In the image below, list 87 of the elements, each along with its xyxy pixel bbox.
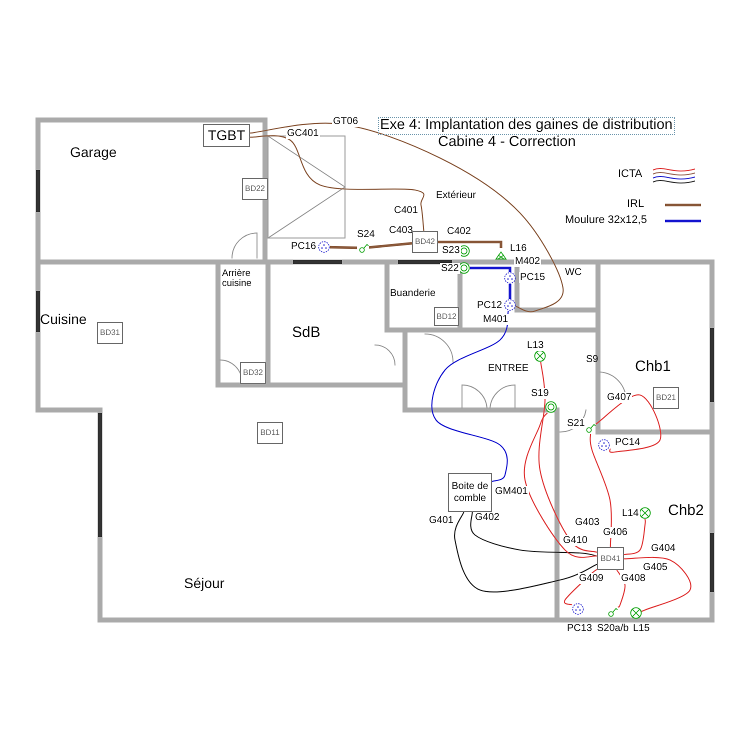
room-name: WC xyxy=(565,267,582,278)
distribution-box: BD11 xyxy=(257,422,283,444)
socket-symbol xyxy=(572,603,584,615)
cable-line xyxy=(624,556,692,612)
room-name: SdB xyxy=(292,325,320,342)
cable-label: G407 xyxy=(606,392,632,403)
area-name: Extérieur xyxy=(436,190,476,201)
legend-label: Moulure 32x12,5 xyxy=(565,214,647,226)
switch-symbol xyxy=(606,606,618,618)
switch-symbol xyxy=(584,422,596,434)
cable-line xyxy=(368,242,412,249)
cable-line xyxy=(624,518,646,556)
device-label: S21 xyxy=(566,418,586,429)
device-label: PC14 xyxy=(614,437,642,448)
cable-label: G405 xyxy=(642,562,668,573)
device-label: S23 xyxy=(441,245,461,256)
cable-label: GC401 xyxy=(286,128,320,139)
ceiling-light-symbol xyxy=(639,507,651,519)
cable-line xyxy=(330,246,358,250)
device-label: S22 xyxy=(440,263,460,274)
cable-line xyxy=(250,122,564,312)
cable-label: GT06 xyxy=(332,116,360,127)
panel-box: TGBT xyxy=(203,124,250,147)
device-label: PC15 xyxy=(519,272,546,283)
cable-label: G406 xyxy=(602,527,628,538)
junction-box: Boite de comble xyxy=(448,473,492,512)
cable-line xyxy=(538,362,598,553)
cable-label: G409 xyxy=(578,573,604,584)
cable-line xyxy=(470,512,598,557)
cable-label: G404 xyxy=(650,543,676,554)
cable-line xyxy=(596,394,662,453)
device-label: S24 xyxy=(356,229,376,240)
cable-label: C402 xyxy=(446,226,472,237)
diagram-title: Exe 4: Implantation des gaines de distribution xyxy=(378,117,675,135)
room-name: Cuisine xyxy=(40,312,87,328)
room-name: Buanderie xyxy=(390,288,436,299)
device-label: S19 xyxy=(530,388,550,399)
ceiling-light-symbol xyxy=(630,607,642,619)
socket-symbol xyxy=(504,299,516,311)
legend-label: ICTA xyxy=(618,168,642,180)
cable-line xyxy=(250,135,424,232)
cable-label: C403 xyxy=(388,225,414,236)
cable-line xyxy=(431,310,509,482)
legend-label: IRL xyxy=(627,198,644,210)
cable-line xyxy=(508,284,512,299)
room-name: ENTREE xyxy=(488,363,529,374)
cable-label: G403 xyxy=(574,517,600,528)
room-name: Chb1 xyxy=(635,359,671,376)
subtitle: Cabine 4 - Correction xyxy=(438,135,576,151)
cable-label: C401 xyxy=(393,205,419,216)
cable-label: G401 xyxy=(428,515,454,526)
device-label: S20a/b xyxy=(596,623,630,634)
cable-label: GM401 xyxy=(494,486,529,497)
cable-line xyxy=(590,434,612,547)
socket-symbol xyxy=(318,241,330,253)
device-label: L14 xyxy=(621,508,640,519)
room-name: Séjour xyxy=(184,576,224,592)
distribution-box: BD32 xyxy=(240,362,266,384)
room-name: Chb2 xyxy=(668,503,704,520)
distribution-box: BD41 xyxy=(597,547,624,570)
distribution-box: BD42 xyxy=(412,231,438,253)
switch-label: S9 xyxy=(586,354,598,365)
distribution-box: BD31 xyxy=(97,322,123,344)
push-button-symbol xyxy=(545,401,557,413)
device-label: L15 xyxy=(632,623,651,634)
cable-line xyxy=(454,512,598,592)
cable-line xyxy=(524,412,598,558)
room-name: Garage xyxy=(70,145,117,160)
room-name: Arrière cuisine xyxy=(222,269,253,290)
device-label: PC12 xyxy=(476,300,504,311)
cable-line xyxy=(470,266,512,272)
distribution-box: BD12 xyxy=(434,307,459,326)
device-label: PC16 xyxy=(290,241,318,252)
cable-line xyxy=(438,240,502,248)
switch-symbol xyxy=(357,242,369,254)
device-label: L13 xyxy=(526,340,545,351)
distribution-box: BD21 xyxy=(653,387,679,409)
cable-label: M401 xyxy=(482,314,510,325)
cable-label: M402 xyxy=(514,256,542,267)
device-label: L16 xyxy=(509,243,528,254)
socket-symbol xyxy=(598,439,610,451)
cable-label: G410 xyxy=(562,535,588,546)
distribution-box: BD22 xyxy=(242,178,268,200)
cable-label: G408 xyxy=(620,573,646,584)
socket-symbol xyxy=(504,272,516,284)
cable-label: G402 xyxy=(474,512,500,523)
device-label: PC13 xyxy=(566,623,594,634)
